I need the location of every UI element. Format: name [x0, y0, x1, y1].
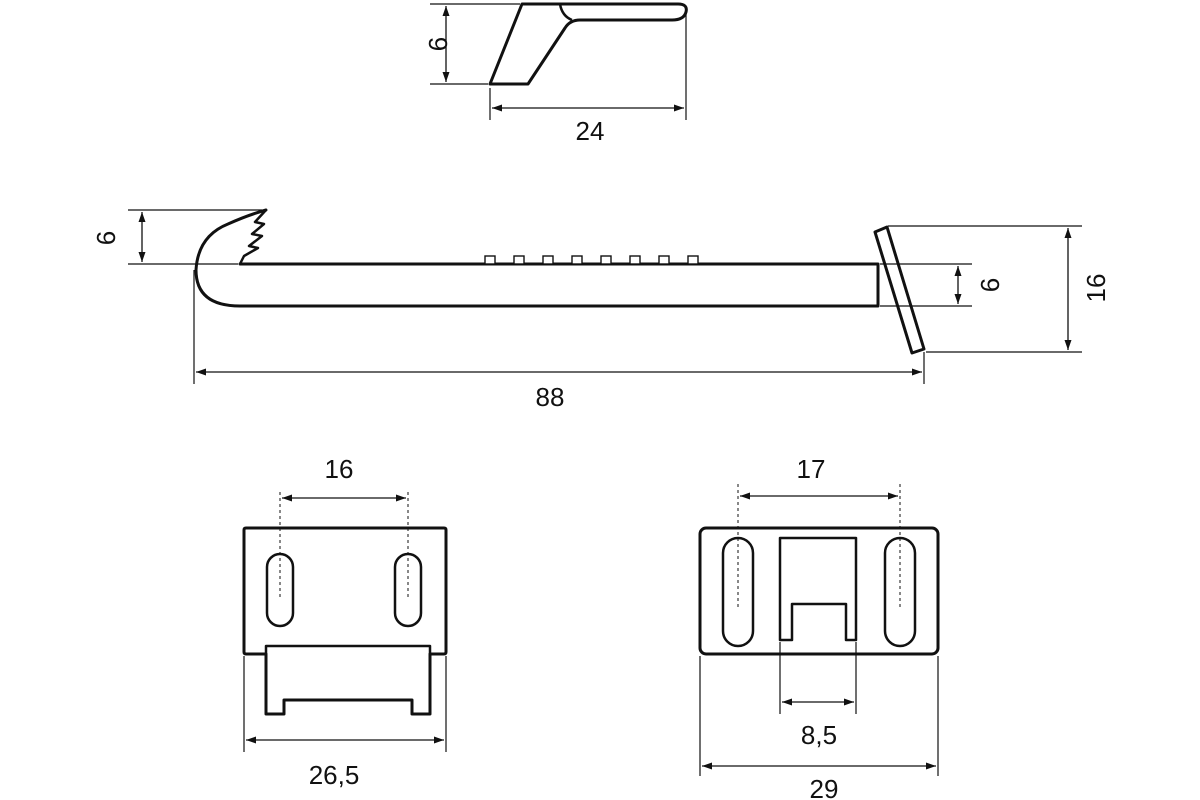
- hook-inner-curve: [558, 3, 573, 22]
- hook-profile: [488, 2, 688, 86]
- dim-label-end-plate-height: 16: [1081, 274, 1111, 303]
- bracket-body: [194, 208, 880, 308]
- dim-label-right-hole-spacing: 17: [797, 454, 826, 484]
- dim-label-tip-height: 6: [91, 231, 121, 245]
- dim-label-hook-height: 9: [423, 37, 453, 51]
- end-plate: [873, 225, 926, 355]
- hook-profile-view: 9 24: [423, 2, 688, 146]
- dim-label-left-hole-spacing: 16: [325, 454, 354, 484]
- left-plate-lip: [264, 644, 432, 654]
- dim-label-left-plate-width: 26,5: [309, 760, 360, 790]
- dim-label-hook-width: 24: [576, 116, 605, 146]
- dim-label-right-slot-width: 8,5: [801, 720, 837, 750]
- left-mounting-plate-view: 16 26,5: [242, 454, 448, 790]
- dim-label-overall-length: 88: [536, 382, 565, 412]
- dim-label-right-plate-width: 29: [810, 774, 839, 800]
- dim-label-shaft-height: 6: [975, 278, 1005, 292]
- right-mounting-plate-view: 17 8,5 29: [698, 454, 940, 800]
- bracket-side-view: 6 88 6 16: [91, 208, 1111, 412]
- top-bumps: [484, 255, 699, 265]
- right-plate-center-slot: [778, 536, 858, 642]
- right-plate-outline: [698, 526, 940, 656]
- serrated-tip: [238, 209, 267, 265]
